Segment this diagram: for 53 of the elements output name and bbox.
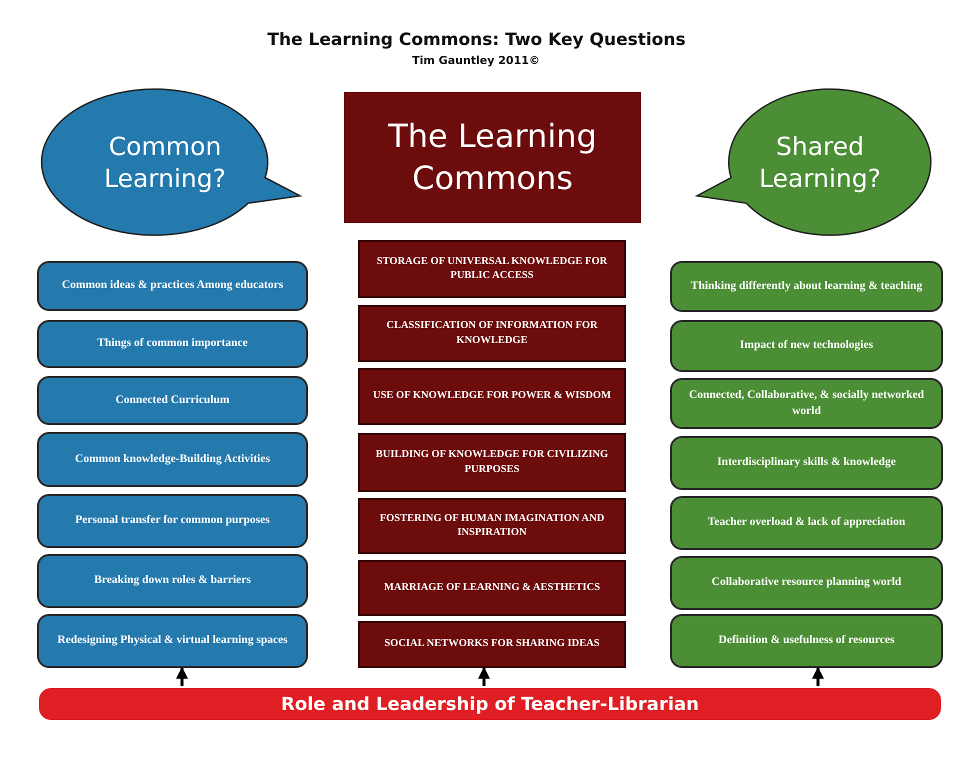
diagram-title: The Learning Commons: Two Key Questions [266, 30, 687, 50]
box-label: Personal transfer for common purposes [75, 513, 270, 528]
topic-box [358, 368, 626, 425]
topic-box [670, 496, 943, 550]
topic-box [37, 494, 308, 548]
box-label: MARRIAGE OF LEARNING & AESTHETICS [384, 580, 600, 595]
topic-box [37, 261, 308, 311]
box-label: Common ideas & practices Among educators [62, 278, 284, 294]
topic-box [358, 433, 626, 492]
topic-box [670, 320, 943, 372]
foundation-bar [37, 686, 943, 722]
box-label: BUILDING OF KNOWLEDGE FOR CIVILIZING PURPOSES [374, 448, 610, 476]
topic-box [37, 614, 308, 668]
box-label: Connected Curriculum [115, 392, 230, 408]
question-text: Common Learning? [103, 130, 227, 195]
question-text: Shared Learning? [758, 130, 882, 195]
box-label: The Learning Commons [387, 116, 598, 198]
box-label: Role and Leadership of Teacher-Librarian [281, 694, 699, 714]
topic-box [37, 554, 308, 608]
box-label: CLASSIFICATION OF INFORMATION FOR KNOWLEDGE [385, 319, 599, 348]
box-label: Things of common importance [97, 336, 248, 352]
box-label: FOSTERING OF HUMAN IMAGINATION AND INSPIRATION [378, 512, 606, 540]
topic-box [670, 556, 943, 610]
topic-box [37, 376, 308, 425]
box-label: Interdisciplinary skills & knowledge [717, 455, 896, 470]
box-label: STORAGE OF UNIVERSAL KNOWLEDGE FOR PUBLIC ACCESS [376, 254, 608, 283]
arrow [478, 666, 490, 686]
topic-box [358, 240, 626, 298]
topic-box [358, 560, 626, 616]
box-label: SOCIAL NETWORKS FOR SHARING IDEAS [384, 637, 600, 652]
box-label: Common knowledge-Building Activities [75, 452, 270, 467]
topic-box [670, 436, 943, 490]
topic-box [358, 621, 626, 668]
topic-box [37, 320, 308, 368]
box-label: Teacher overload & lack of appreciation [708, 515, 906, 530]
box-label: Impact of new technologies [740, 338, 874, 354]
topic-box [670, 378, 943, 429]
arrow [176, 666, 188, 686]
box-label: Thinking differently about learning & teaching [690, 278, 922, 294]
author-credit: Tim Gauntley 2011© [411, 54, 541, 67]
box-label: Redesigning Physical & virtual learning spaces [57, 633, 288, 648]
topic-box [37, 432, 308, 487]
box-label: Definition & usefulness of resources [718, 633, 894, 648]
title-box [342, 90, 643, 225]
box-label: Collaborative resource planning world [712, 575, 902, 590]
box-label: Breaking down roles & barriers [94, 573, 251, 588]
topic-box [670, 261, 943, 312]
topic-box [358, 305, 626, 362]
topic-box [670, 614, 943, 668]
box-label: USE OF KNOWLEDGE FOR POWER & WISDOM [372, 389, 612, 404]
box-label: Connected, Collaborative, & socially networked world [688, 388, 926, 418]
topic-box [358, 498, 626, 554]
arrow [812, 666, 824, 686]
